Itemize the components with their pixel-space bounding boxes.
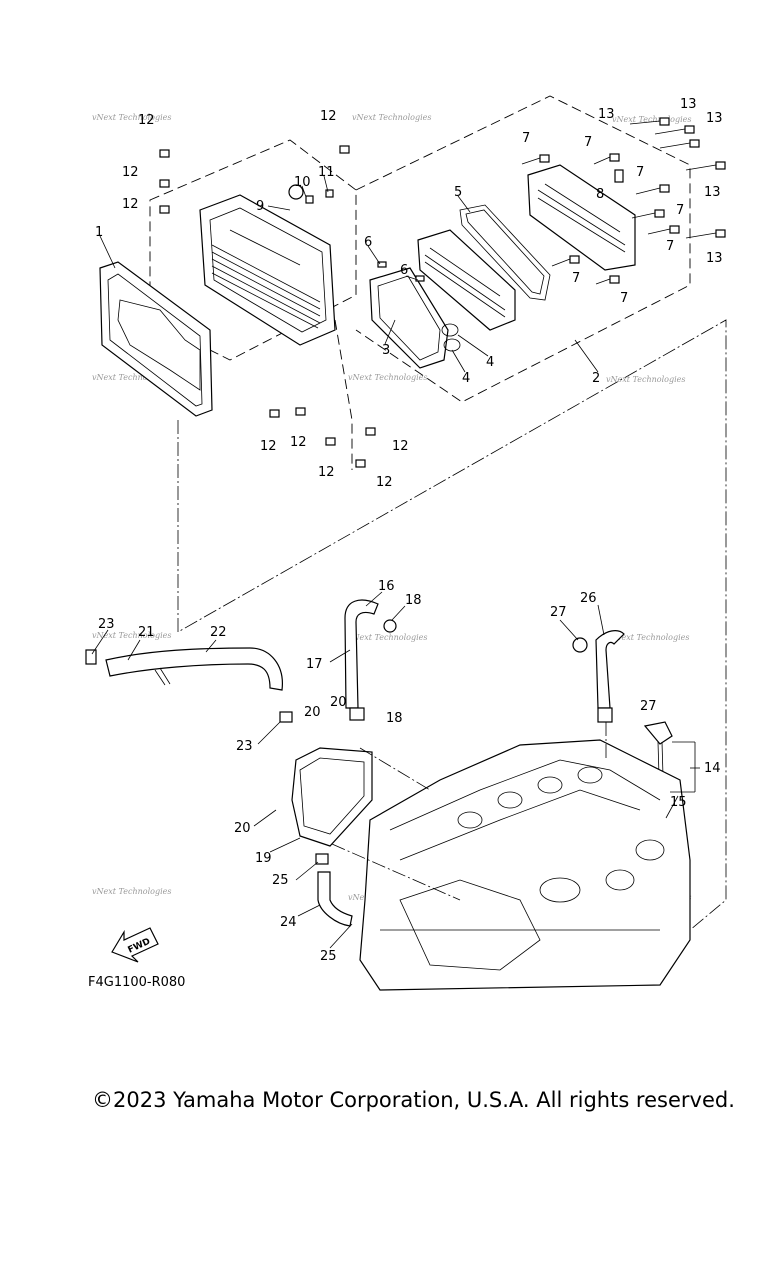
callout-9: 9 xyxy=(256,199,264,214)
part-right-cover xyxy=(527,164,636,271)
copyright-notice: ©2023 Yamaha Motor Corporation, U.S.A. A… xyxy=(92,1088,735,1112)
callout-24: 24 xyxy=(280,915,297,930)
callout-7: 7 xyxy=(584,135,592,150)
watermark: vNext Technologies xyxy=(92,113,171,122)
callout-14: 14 xyxy=(704,761,721,776)
fwd-arrow: FWD xyxy=(111,927,159,963)
callout-21: 21 xyxy=(138,625,155,640)
callout-12: 12 xyxy=(138,113,155,128)
callout-12: 12 xyxy=(290,435,307,450)
callout-22: 22 xyxy=(210,625,227,640)
bolts-upper xyxy=(159,117,726,468)
callout-20: 20 xyxy=(304,705,321,720)
callout-23: 23 xyxy=(98,617,115,632)
callout-13: 13 xyxy=(704,185,721,200)
callout-16: 16 xyxy=(378,579,395,594)
callout-27: 27 xyxy=(550,605,567,620)
callout-20: 20 xyxy=(234,821,251,836)
diagram-code: F4G1100-R080 xyxy=(88,975,186,990)
callout-4: 4 xyxy=(462,371,470,386)
watermark: vNext Technologies xyxy=(610,633,689,642)
part-4-orings xyxy=(441,323,461,352)
callout-12: 12 xyxy=(318,465,335,480)
watermark: vNext Technologies xyxy=(612,115,691,124)
callout-4: 4 xyxy=(486,355,494,370)
callout-7: 7 xyxy=(676,203,684,218)
callout-6: 6 xyxy=(364,235,372,250)
watermark: vNext Technologies xyxy=(606,375,685,384)
callout-25: 25 xyxy=(320,949,337,964)
callout-19: 19 xyxy=(255,851,272,866)
leader-lines xyxy=(91,175,700,949)
part-1-gasket xyxy=(99,261,213,417)
callout-26: 26 xyxy=(580,591,597,606)
callout-7: 7 xyxy=(636,165,644,180)
callout-10: 10 xyxy=(294,175,311,190)
callout-7: 7 xyxy=(522,131,530,146)
part-5-seal xyxy=(459,204,551,301)
callout-12: 12 xyxy=(320,109,337,124)
callout-18: 18 xyxy=(405,593,422,608)
callout-13: 13 xyxy=(680,97,697,112)
callout-13: 13 xyxy=(706,111,723,126)
callout-6: 6 xyxy=(400,263,408,278)
callout-7: 7 xyxy=(620,291,628,306)
watermark: vNext Technologies xyxy=(92,373,171,382)
callout-12: 12 xyxy=(376,475,393,490)
callout-27: 27 xyxy=(640,699,657,714)
callout-1: 1 xyxy=(95,225,103,240)
watermark: vNext Technologies xyxy=(352,113,431,122)
callout-7: 7 xyxy=(666,239,674,254)
callout-5: 5 xyxy=(454,185,462,200)
part-cooler-body xyxy=(417,229,516,331)
callout-labels: 1 2 3 4 4 5 6 6 7 7 7 7 7 7 7 8 9 10 11 … xyxy=(95,97,723,964)
part-cover-plate xyxy=(199,194,336,346)
callout-25: 25 xyxy=(272,873,289,888)
callout-15: 15 xyxy=(670,795,687,810)
callout-12: 12 xyxy=(122,197,139,212)
callout-12: 12 xyxy=(260,439,277,454)
callout-2: 2 xyxy=(592,371,600,386)
part-3-frame xyxy=(369,267,449,369)
watermark: vNext Technologies xyxy=(92,631,171,640)
engine-block xyxy=(331,722,691,991)
callout-3: 3 xyxy=(382,343,390,358)
callout-23: 23 xyxy=(236,739,253,754)
callout-8: 8 xyxy=(596,187,604,202)
watermark: vNext Technologies xyxy=(92,887,171,896)
parts-diagram: vNext Technologies vNext Technologies vN… xyxy=(85,95,727,991)
callout-18: 18 xyxy=(386,711,403,726)
callout-11: 11 xyxy=(318,165,335,180)
callout-20: 20 xyxy=(330,695,347,710)
callout-17: 17 xyxy=(306,657,323,672)
callout-13: 13 xyxy=(598,107,615,122)
callout-12: 12 xyxy=(122,165,139,180)
callout-7: 7 xyxy=(572,271,580,286)
watermark: vNext Technologies xyxy=(348,373,427,382)
callout-13: 13 xyxy=(706,251,723,266)
callout-12: 12 xyxy=(392,439,409,454)
watermark: vNext Technologies xyxy=(348,633,427,642)
